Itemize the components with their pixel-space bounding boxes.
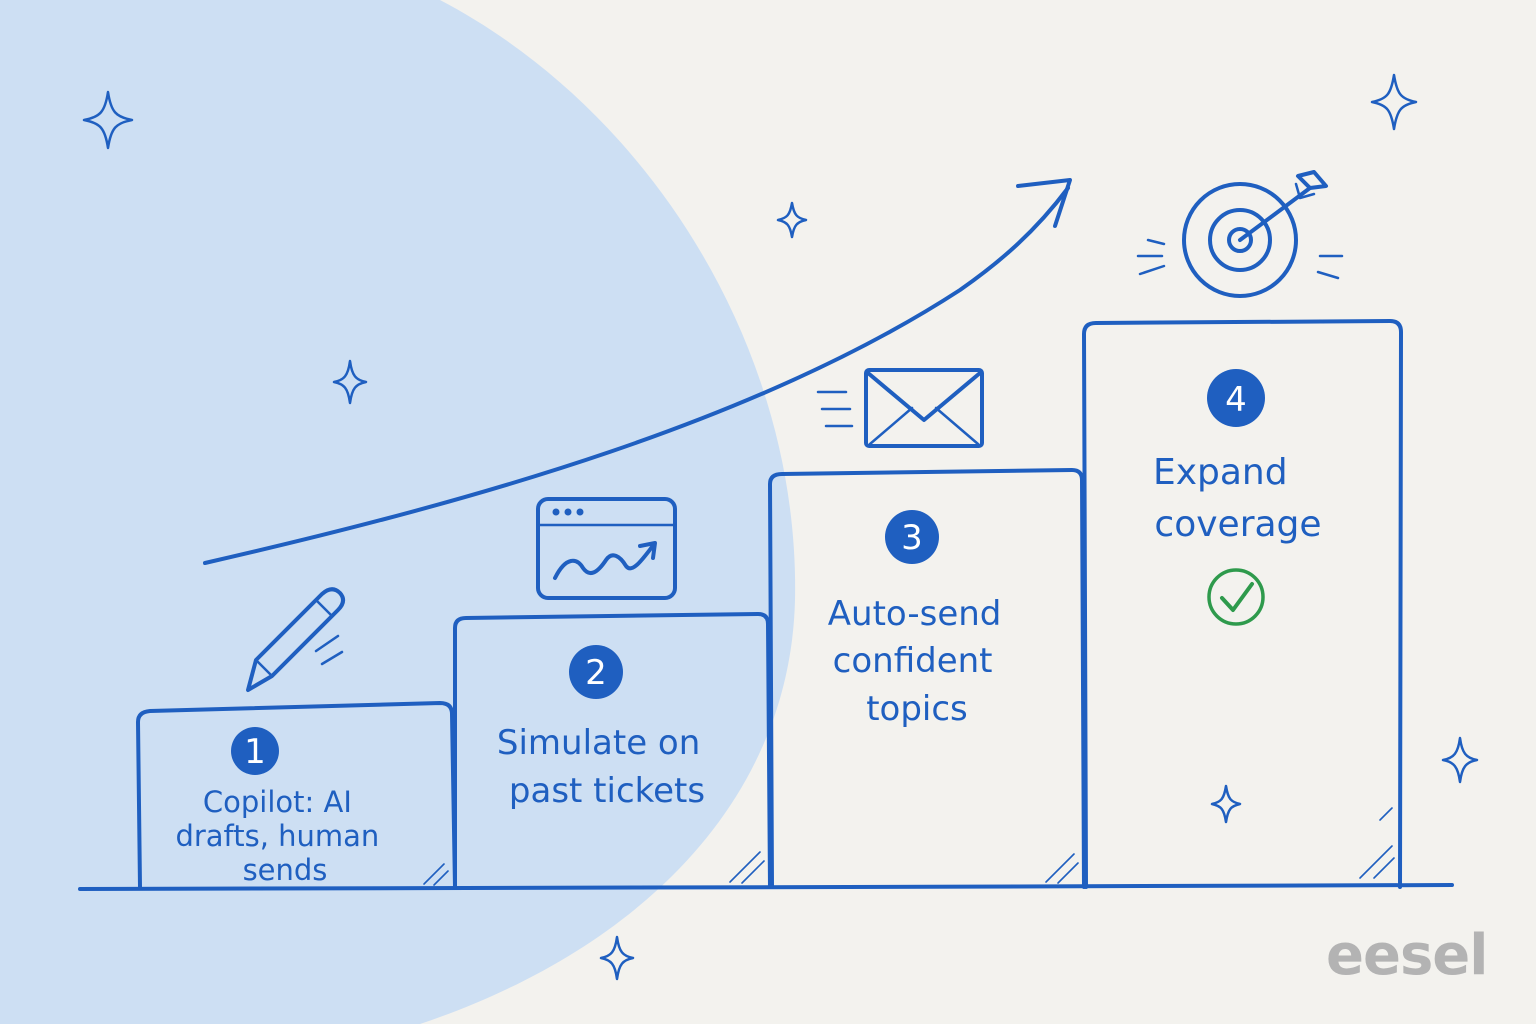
envelope-icon <box>816 368 984 448</box>
sparkle-icon <box>776 201 808 239</box>
step-3-box <box>768 468 1086 889</box>
step-1-number-badge: 1 <box>231 727 279 775</box>
step-4-number-badge: 4 <box>1207 369 1265 427</box>
growth-arrow <box>203 186 1070 565</box>
step-2-box <box>453 612 772 889</box>
sparkle-icon <box>1370 73 1418 131</box>
check-circle-icon <box>1207 568 1265 626</box>
brand-logo: eesel <box>1326 923 1488 988</box>
step-2-number: 2 <box>585 653 607 693</box>
browser-chart-icon <box>536 497 677 600</box>
sparkle-icon <box>599 935 635 981</box>
sparkle-icon <box>82 90 134 150</box>
step-1-box <box>136 701 457 889</box>
step-2-label: Simulate on past tickets <box>497 723 711 811</box>
step-4-box <box>1082 319 1403 889</box>
background-blob <box>0 0 796 1024</box>
step-1-number: 1 <box>244 732 266 772</box>
step-3-label: Auto-send confident topics <box>828 594 1012 729</box>
step-3-number: 3 <box>901 518 923 558</box>
sparkle-icon <box>332 359 368 405</box>
ground-line <box>78 883 1454 891</box>
step-1-label: Copilot: AI drafts, human sends <box>175 785 388 887</box>
pencil-icon <box>246 587 345 692</box>
sparkle-icon <box>1441 736 1479 784</box>
step-3-number-badge: 3 <box>885 510 939 564</box>
target-icon <box>1136 170 1344 298</box>
step-4-number: 4 <box>1225 380 1247 420</box>
growth-arrow-head <box>1016 178 1072 228</box>
sparkle-icon <box>1210 784 1242 824</box>
step-2-number-badge: 2 <box>569 645 623 699</box>
step-4-label: Expand coverage <box>1153 452 1322 545</box>
